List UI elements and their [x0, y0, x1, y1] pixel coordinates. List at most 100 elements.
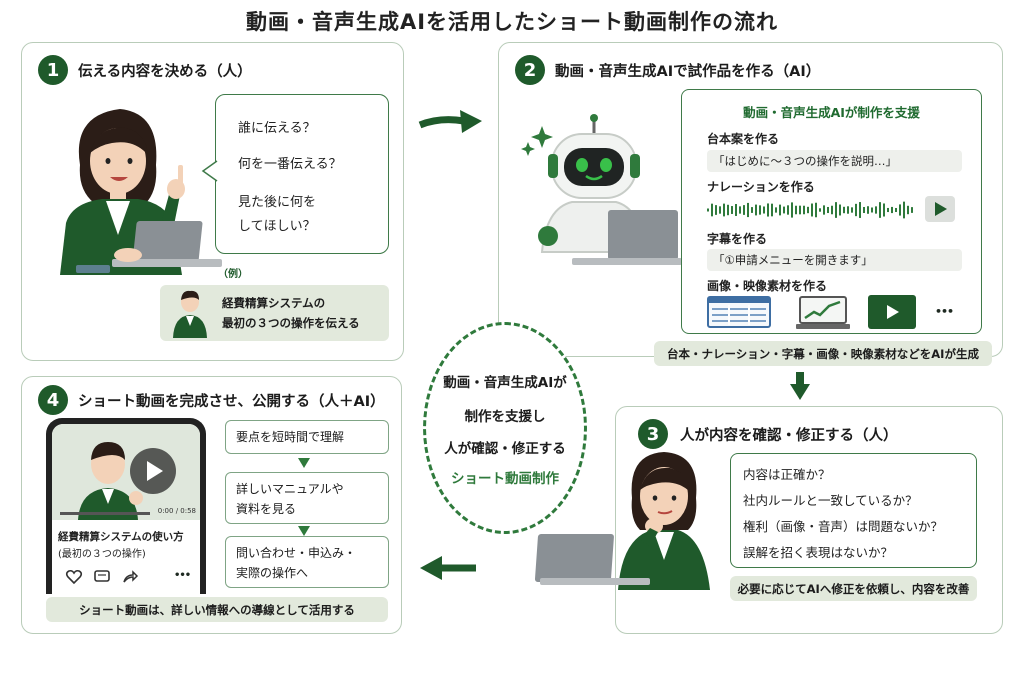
waveform-bar	[871, 207, 873, 213]
funnel-step-3: 問い合わせ・申込み・ 実際の操作へ	[225, 536, 389, 588]
laptop-chart-icon	[796, 296, 850, 329]
waveform-bar	[847, 206, 849, 214]
play-narration-button[interactable]	[925, 196, 955, 222]
waveform-bar	[839, 204, 841, 216]
waveform-bar	[711, 203, 713, 217]
center-line-2: 制作を支援し	[464, 409, 546, 425]
waveform-bar	[743, 205, 745, 215]
step2-note: 台本・ナレーション・字幕・画像・映像素材などをAIが生成	[654, 341, 992, 366]
ai-support-title: 動画・音声生成AIが制作を支援	[743, 105, 920, 120]
example-box: 経費精算システムの 最初の３つの操作を伝える	[160, 285, 389, 341]
waveform-bar	[715, 205, 717, 215]
waveform-bar	[903, 201, 905, 219]
question-1: 誰に伝える？	[238, 121, 316, 136]
video-play-icon	[868, 295, 916, 329]
question-3: 見た後に何を	[238, 195, 317, 210]
step4-note: ショート動画は、詳しい情報への導線として活用する	[46, 597, 388, 622]
step1-panel: 1 伝える内容を決める（人） 誰に伝える？ 何を一番伝える？ 見た後に何を して…	[21, 42, 404, 361]
media-label: 画像・映像素材を作る	[707, 279, 828, 293]
waveform-bar	[731, 206, 733, 214]
center-line-1: 動画・音声生成AIが	[443, 375, 567, 391]
step2-number-badge: 2	[515, 55, 545, 85]
waveform-bar	[771, 203, 773, 217]
waveform-bar	[867, 206, 869, 214]
center-line-3: 人が確認・修正する	[444, 441, 566, 457]
waveform-bar	[791, 202, 793, 218]
step3-note: 必要に応じてAIへ修正を依頼し、内容を改善	[730, 576, 977, 601]
heart-icon[interactable]	[65, 569, 83, 585]
funnel-step-3-line-1: 問い合わせ・申込み・	[236, 546, 357, 560]
waveform-bar	[727, 204, 729, 216]
waveform-bar	[803, 205, 805, 215]
video-progress-bar[interactable]	[60, 512, 150, 515]
waveform-bar	[907, 205, 909, 215]
waveform-bar	[775, 207, 777, 213]
check-item-4: 誤解を招く表現はないか？	[743, 545, 894, 560]
waveform-bar	[843, 206, 845, 214]
arrow-left-icon	[420, 556, 476, 580]
video-title: 経費精算システムの使い方	[58, 531, 184, 543]
step1-number-badge: 1	[38, 55, 68, 85]
more-icon: •••	[935, 305, 954, 318]
funnel-step-2-line-1: 詳しいマニュアルや	[236, 482, 344, 496]
waveform-bar	[767, 203, 769, 217]
subtitle-label: 字幕を作る	[707, 232, 768, 246]
step4-number-badge: 4	[38, 385, 68, 415]
check-item-2: 社内ルールと一致しているか？	[743, 493, 918, 508]
funnel-step-2-line-2: 資料を見る	[236, 502, 297, 516]
waveform-bar	[723, 203, 725, 217]
waveform-bar	[763, 206, 765, 214]
waveform-bar	[863, 206, 865, 214]
example-label: （例）	[218, 269, 248, 280]
waveform-bar	[891, 206, 893, 214]
waveform-bar	[739, 206, 741, 214]
center-highlight: ショート動画制作	[451, 471, 559, 487]
step4-title: ショート動画を完成させ、公開する（人＋AI）	[78, 394, 385, 410]
waveform-bar	[855, 203, 857, 217]
script-label: 台本案を作る	[707, 132, 780, 146]
woman-reviewer-illustration	[534, 452, 710, 590]
step2-title: 動画・音声生成AIで試作品を作る（AI）	[555, 64, 821, 80]
example-text: 経費精算システムの 最初の３つの操作を伝える	[222, 293, 360, 333]
question-2: 何を一番伝える？	[238, 157, 342, 172]
video-time: 0:00 / 0:58	[157, 507, 196, 515]
down-triangle-icon	[298, 458, 310, 468]
robot-illustration	[521, 114, 682, 265]
waveform-bar	[819, 208, 821, 212]
waveform-bar	[835, 202, 837, 218]
check-item-1: 内容は正確か？	[743, 467, 831, 482]
waveform-bar	[783, 206, 785, 214]
waveform-bar	[823, 205, 825, 215]
waveform-bar	[807, 206, 809, 214]
waveform-bar	[887, 207, 889, 213]
comment-icon[interactable]	[94, 570, 110, 584]
waveform-bar	[815, 202, 817, 218]
waveform-bar	[719, 206, 721, 214]
narration-label: ナレーションを作る	[707, 180, 815, 194]
waveform-icon	[707, 201, 913, 219]
funnel-step-2: 詳しいマニュアルや 資料を見る	[225, 472, 389, 524]
waveform-bar	[883, 203, 885, 217]
video-play-button[interactable]	[130, 448, 176, 494]
waveform-bar	[879, 202, 881, 218]
script-draft-field: 「はじめに〜３つの操作を説明…」	[707, 150, 962, 172]
more-options-icon[interactable]: •••	[174, 570, 191, 581]
waveform-bar	[759, 205, 761, 215]
waveform-bar	[751, 207, 753, 213]
questions-bubble: 誰に伝える？ 何を一番伝える？ 見た後に何を してほしい？	[215, 94, 389, 254]
step3-number-badge: 3	[638, 419, 668, 449]
arrow-right-icon	[418, 110, 482, 133]
table-sheet-icon	[707, 296, 771, 328]
check-item-3: 権利（画像・音声）は問題ないか？	[743, 519, 944, 534]
phone-screen: 0:00 / 0:58 経費精算システムの使い方 (最初の３つの操作) •••	[52, 424, 200, 594]
waveform-bar	[851, 207, 853, 213]
phone-mockup: 0:00 / 0:58 経費精算システムの使い方 (最初の３つの操作) •••	[46, 418, 206, 594]
center-summary-circle: 動画・音声生成AIが 制作を支援し 人が確認・修正する ショート動画制作	[423, 322, 587, 534]
waveform-bar	[707, 208, 709, 212]
waveform-bar	[787, 205, 789, 215]
video-player[interactable]: 0:00 / 0:58	[52, 424, 200, 520]
share-icon[interactable]	[122, 570, 139, 584]
arrow-down-icon	[790, 372, 810, 400]
waveform-bar	[899, 204, 901, 216]
waveform-bar	[875, 206, 877, 214]
